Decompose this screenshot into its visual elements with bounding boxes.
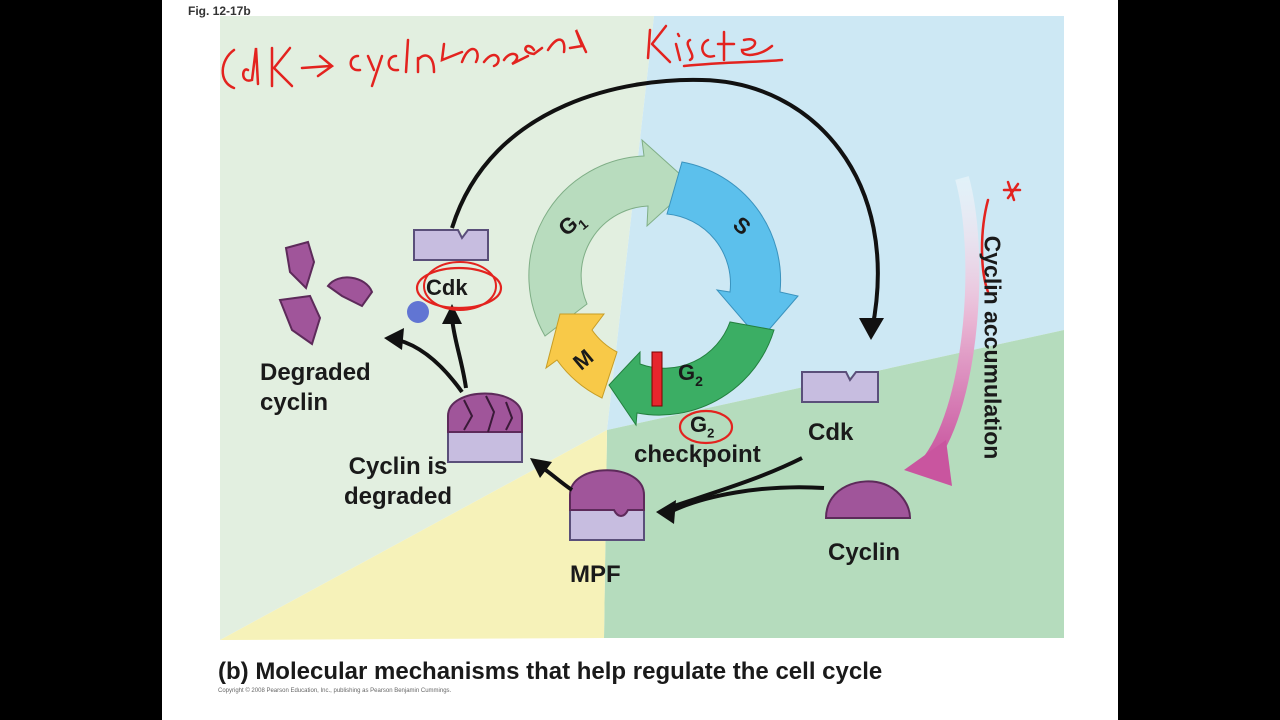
lecture-slide: G1 S G2 M bbox=[162, 0, 1118, 720]
cdk-right-label: Cdk bbox=[808, 419, 854, 446]
arrowhead-to-fragments bbox=[384, 328, 404, 350]
arrow-to-cdk-top bbox=[450, 317, 468, 389]
g2-checkpoint-phase-label: G2 bbox=[690, 412, 715, 441]
g2-checkpoint-circle-annotation bbox=[678, 409, 734, 445]
cdk-protein-top bbox=[413, 229, 489, 261]
cyclin-protein bbox=[824, 480, 912, 519]
degradation-crack-2 bbox=[485, 395, 496, 433]
arrow-cdk-join bbox=[673, 456, 803, 508]
cyclin-is-degraded-label: Cyclin is degraded bbox=[343, 453, 453, 510]
checkpoint-label: checkpoint bbox=[634, 441, 761, 468]
arrow-cyclin-to-mpf bbox=[669, 485, 825, 514]
cdk-recycle-arrow bbox=[450, 77, 880, 331]
figure-number: Fig. 12-17b bbox=[188, 4, 251, 18]
quadrant-g1-background bbox=[220, 16, 654, 640]
quadrant-m-background bbox=[220, 430, 607, 640]
handwritten-annotation bbox=[221, 24, 1022, 294]
g2-label: G2 bbox=[678, 360, 703, 389]
mpf-cyclin-part bbox=[569, 469, 645, 517]
s-phase-segment bbox=[666, 161, 799, 341]
cyclin-accumulation-arrowhead bbox=[904, 440, 952, 486]
degraded-cyclin-label: Degraded cyclin bbox=[260, 359, 371, 416]
quadrant-s-background bbox=[607, 16, 1064, 430]
cyclin-accumulation-arrow bbox=[924, 176, 980, 465]
arrowhead-cyclin-to-mpf bbox=[656, 500, 676, 524]
cyclin-fragment-3 bbox=[278, 294, 322, 346]
g2-checkpoint-bar bbox=[651, 351, 663, 407]
mpf-cdk-part bbox=[569, 509, 645, 541]
mpf-label: MPF bbox=[570, 561, 621, 588]
figure-caption: (b) Molecular mechanisms that help regul… bbox=[218, 658, 883, 685]
copyright-notice: Copyright © 2008 Pearson Education, Inc.… bbox=[218, 688, 452, 694]
cdk-protein-right bbox=[801, 371, 879, 403]
cdk-circle-annotation bbox=[415, 266, 503, 310]
diagram-canvas: G1 S G2 M bbox=[220, 16, 1064, 640]
cdk-circle-annotation-2 bbox=[423, 261, 497, 311]
cdk-top-label: Cdk bbox=[426, 275, 468, 300]
cdk-recycle-arrowhead bbox=[859, 318, 884, 340]
cyclin-accumulation-label: Cyclin accumulation bbox=[979, 235, 1006, 460]
cyclin-fragment-1 bbox=[284, 240, 316, 290]
m-phase-segment bbox=[545, 313, 618, 399]
arrowhead-to-cdk-top bbox=[442, 304, 462, 324]
degradation-crack-1 bbox=[463, 399, 474, 431]
g2-phase-segment bbox=[608, 321, 775, 427]
g1-phase-segment bbox=[528, 138, 693, 337]
arrowhead-mpf-to-degraded bbox=[530, 458, 552, 478]
cyclin-label: Cyclin bbox=[828, 539, 901, 566]
arrow-to-fragments bbox=[397, 338, 464, 394]
degrading-complex-cdk-part bbox=[447, 431, 523, 463]
cursor-highlight bbox=[407, 301, 429, 323]
degradation-crack-3 bbox=[505, 401, 514, 431]
cyclin-fragment-2 bbox=[326, 276, 374, 308]
